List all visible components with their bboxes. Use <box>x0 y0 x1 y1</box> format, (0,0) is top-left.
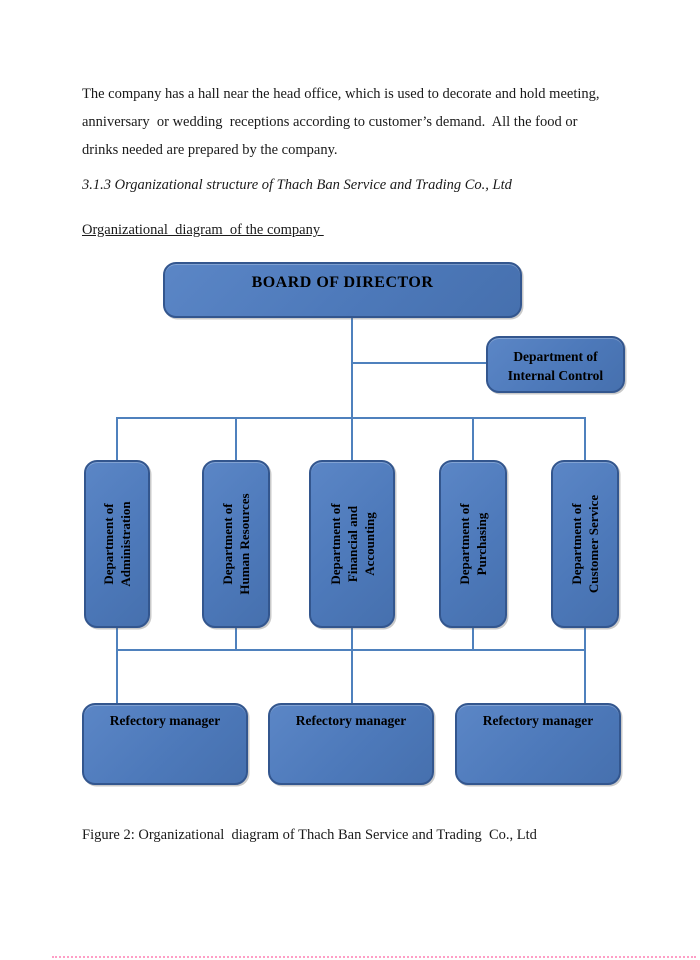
org-box-label: BOARD OF DIRECTOR <box>251 274 434 291</box>
org-box-refectory-manager-3: Refectory manager <box>455 703 621 785</box>
org-box-label-line: Department of <box>327 503 343 585</box>
org-box-label-line: Administration <box>118 501 133 587</box>
org-box-label-line: Internal Control <box>507 368 604 383</box>
paragraph-line: drinks needed are prepared by the compan… <box>82 142 338 158</box>
org-box-dept-human-resources: Department of Human Resources <box>202 460 270 628</box>
org-box-label-line: Department of <box>569 503 584 585</box>
org-box-label-line: Department of <box>220 503 235 585</box>
body-paragraph: The company has a hall near the head off… <box>82 80 627 164</box>
diagram-subheading: Organizational diagram of the company <box>82 222 324 238</box>
org-box-refectory-manager-2: Refectory manager <box>268 703 434 785</box>
org-box-board-of-director: BOARD OF DIRECTOR <box>163 262 522 318</box>
section-heading: 3.1.3 Organizational structure of Thach … <box>82 177 512 193</box>
paragraph-line: The company has a hall near the head off… <box>82 86 600 102</box>
org-box-label-line: Purchasing <box>474 512 489 576</box>
org-box-label-line: Department of <box>457 503 472 585</box>
org-box-vertical-label: Department of Customer Service <box>555 464 615 624</box>
org-box-dept-purchasing: Department of Purchasing <box>439 460 507 628</box>
org-box-dept-administration: Department of Administration <box>84 460 150 628</box>
org-box-dept-customer-service: Department of Customer Service <box>551 460 619 628</box>
paragraph-line: anniversary or wedding receptions accord… <box>82 114 578 130</box>
org-box-label-line: Customer Service <box>586 494 601 594</box>
org-box-refectory-manager-1: Refectory manager <box>82 703 248 785</box>
org-box-label-line: Financial and <box>344 505 360 583</box>
org-box-vertical-label: Department of Financial and Accounting <box>322 464 382 624</box>
org-box-label: Refectory manager <box>295 713 407 728</box>
org-box-label-line: Department of <box>101 503 116 585</box>
org-box-label-line: Human Resources <box>237 493 252 595</box>
org-box-label-line: Department of <box>513 349 598 364</box>
org-box-label: Refectory manager <box>109 713 221 728</box>
org-box-dept-financial-accounting: Department of Financial and Accounting <box>309 460 395 628</box>
org-box-internal-control: Department of Internal Control <box>486 336 625 393</box>
figure-caption: Figure 2: Organizational diagram of Thac… <box>82 827 537 843</box>
org-box-vertical-label: Department of Purchasing <box>443 464 503 624</box>
org-box-label-line: Accounting <box>361 512 377 576</box>
org-box-label: Refectory manager <box>482 713 594 728</box>
org-box-vertical-label: Department of Administration <box>87 464 147 624</box>
org-box-vertical-label: Department of Human Resources <box>206 464 266 624</box>
page-bottom-dotted-rule <box>52 956 696 958</box>
